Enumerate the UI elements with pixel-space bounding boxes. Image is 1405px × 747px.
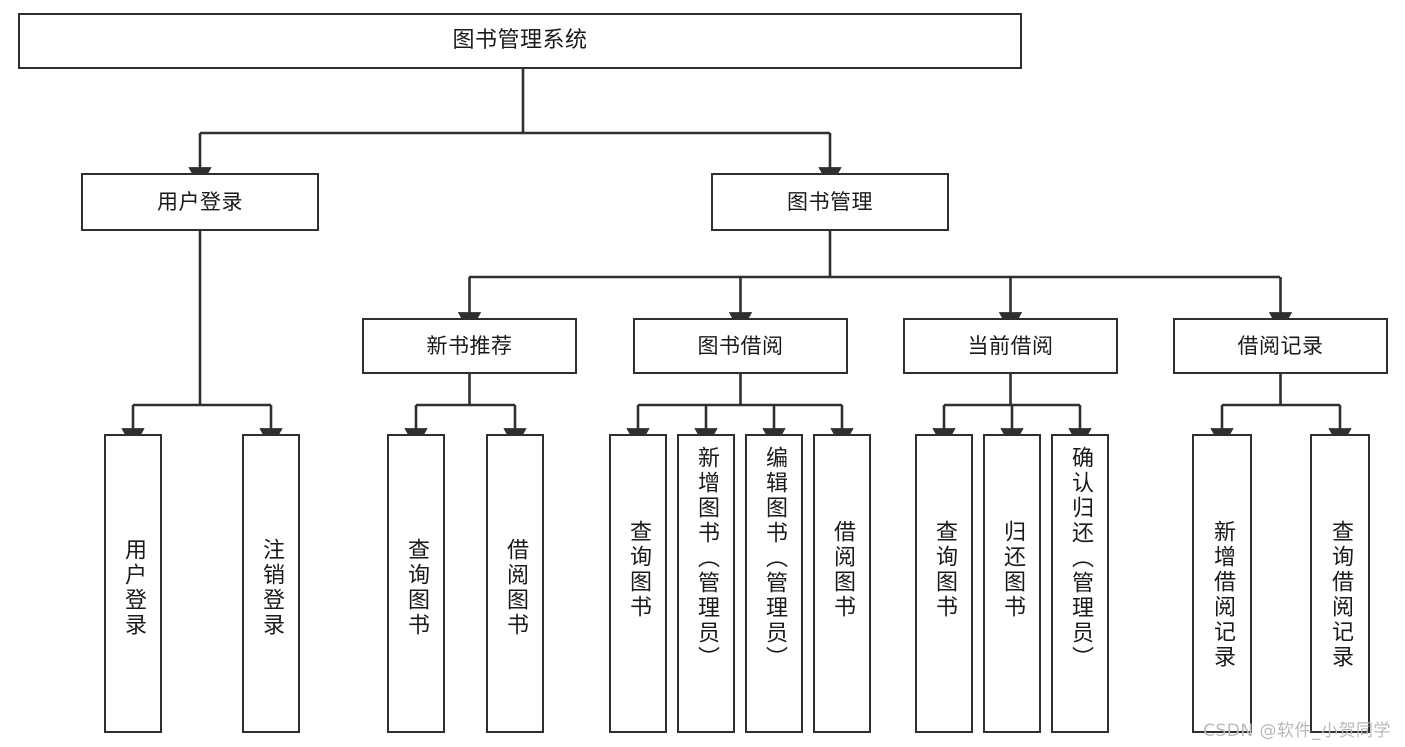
node-label: 新增图书（管理员）	[694, 446, 719, 671]
node-leaf-add-borrow-record[interactable]: 新增借阅记录	[1192, 434, 1252, 733]
node-leaf-logout[interactable]: 注销登录	[242, 434, 300, 733]
node-label: 当前借阅	[967, 333, 1054, 358]
node-label: 图书管理	[787, 189, 873, 214]
node-label: 查询图书	[404, 538, 429, 638]
node-label: 用户登录	[157, 189, 243, 214]
node-label: 新书推荐	[426, 333, 513, 358]
node-book-manage[interactable]: 图书管理	[711, 173, 949, 231]
node-leaf-user-login[interactable]: 用户登录	[104, 434, 162, 733]
node-label: 归还图书	[1000, 520, 1025, 620]
node-label: 新增借阅记录	[1210, 520, 1235, 670]
node-leaf-return-book[interactable]: 归还图书	[983, 434, 1041, 733]
node-new-book-recommend[interactable]: 新书推荐	[362, 318, 577, 374]
node-label: 图书管理系统	[452, 28, 588, 54]
node-current-borrow[interactable]: 当前借阅	[903, 318, 1118, 374]
node-label: 查询图书	[626, 520, 651, 620]
node-label: 用户登录	[121, 538, 146, 638]
node-leaf-query-book-recommend[interactable]: 查询图书	[387, 434, 445, 733]
node-label: 确认归还（管理员）	[1068, 446, 1093, 671]
node-root[interactable]: 图书管理系统	[18, 13, 1022, 69]
node-label: 查询图书	[932, 520, 957, 620]
node-label: 借阅图书	[503, 538, 528, 638]
node-label: 图书借阅	[697, 333, 784, 358]
node-label: 借阅图书	[830, 520, 855, 620]
node-leaf-borrow-book-recommend[interactable]: 借阅图书	[486, 434, 544, 733]
node-leaf-query-borrow-record[interactable]: 查询借阅记录	[1310, 434, 1370, 733]
node-label: 注销登录	[259, 538, 284, 638]
node-leaf-query-book-borrow[interactable]: 查询图书	[609, 434, 667, 733]
node-leaf-add-book[interactable]: 新增图书（管理员）	[677, 434, 735, 733]
node-user-login[interactable]: 用户登录	[81, 173, 319, 231]
node-label: 借阅记录	[1237, 333, 1324, 358]
node-leaf-query-book-current[interactable]: 查询图书	[915, 434, 973, 733]
node-label: 查询借阅记录	[1328, 520, 1353, 670]
node-borrow-record[interactable]: 借阅记录	[1173, 318, 1388, 374]
node-leaf-borrow-book[interactable]: 借阅图书	[813, 434, 871, 733]
node-leaf-edit-book[interactable]: 编辑图书（管理员）	[745, 434, 803, 733]
node-leaf-confirm-return[interactable]: 确认归还（管理员）	[1051, 434, 1109, 733]
node-book-borrow[interactable]: 图书借阅	[633, 318, 848, 374]
node-label: 编辑图书（管理员）	[762, 446, 787, 671]
